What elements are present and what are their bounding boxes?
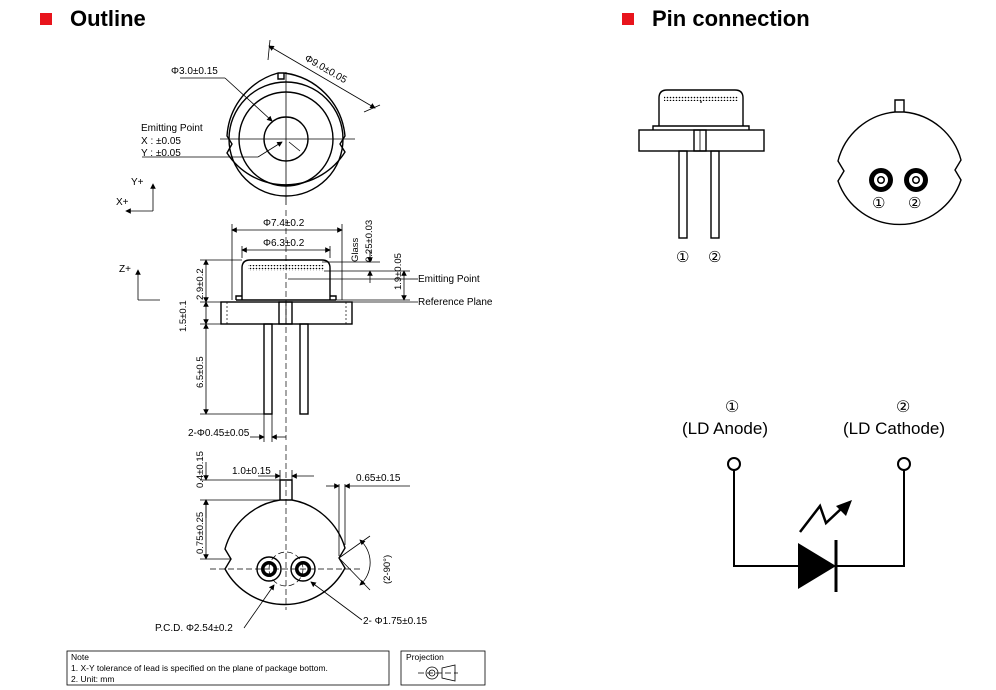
emission-arrow-icon <box>799 500 852 533</box>
axis-z-label: Z+ <box>119 264 131 275</box>
pcd-label: P.C.D. Φ2.54±0.2 <box>155 623 233 634</box>
side-view: Φ7.4±0.2 Φ6.3±0.2 Glass 0.25±0.03 1.9±0.… <box>119 210 493 442</box>
angle-label: (2-90°) <box>382 555 393 584</box>
reference-plane-label: Reference Plane <box>418 297 493 308</box>
projection-label: Projection <box>406 652 444 662</box>
cathode-terminal-icon <box>897 457 911 471</box>
dim-2-9-label: 2.9±0.2 <box>195 268 206 300</box>
dim-1-0-label: 1.0±0.15 <box>232 466 271 477</box>
note-line-2: 2. Unit: mm <box>71 674 114 684</box>
outline-title: Outline <box>70 6 146 31</box>
glass-thickness-label: 0.25±0.03 <box>364 220 375 262</box>
dim-1-9-label: 1.9±0.05 <box>393 253 404 290</box>
pin-bottom-label-1: ① <box>872 195 885 212</box>
red-square-bullet-icon <box>622 13 634 25</box>
cathode-label: (LD Cathode) <box>843 419 945 438</box>
pin-bottom-label-2: ② <box>908 195 921 212</box>
y-tolerance-label: Y : ±0.05 <box>141 148 181 159</box>
pin-connection-title: Pin connection <box>652 6 810 31</box>
third-angle-projection-icon <box>418 664 458 682</box>
pin-side-label-1: ① <box>676 249 689 266</box>
note-box: Note 1. X-Y tolerance of lead is specifi… <box>66 650 390 686</box>
emitting-point-side-label: Emitting Point <box>418 274 480 285</box>
schematic-pin2-number: ② <box>896 399 910 416</box>
axis-y-label: Y+ <box>131 177 144 188</box>
axis-x-label: X+ <box>116 197 129 208</box>
phi-cap-inner-label: Φ6.3±0.2 <box>263 238 305 249</box>
pin-side-view: ① ② <box>638 89 765 266</box>
dim-0-4-label: 0.4±0.15 <box>195 451 206 488</box>
glass-label: Glass <box>350 237 361 262</box>
red-square-bullet-icon <box>40 13 52 25</box>
bottom-view: 1.0±0.15 0.65±0.15 0.4±0.15 0.75±0.25 (2… <box>155 445 428 634</box>
pin-connection-header: Pin connection <box>622 6 810 32</box>
x-tolerance-label: X : ±0.05 <box>141 136 181 147</box>
dim-1-5-label: 1.5±0.1 <box>178 300 189 332</box>
pin-bottom-view: ① ② <box>837 99 962 226</box>
schematic-pin1-number: ① <box>725 399 739 416</box>
laser-diode-symbol-icon <box>798 540 838 592</box>
dim-0-75-label: 0.75±0.25 <box>195 512 206 554</box>
dim-6-5-label: 6.5±0.5 <box>195 356 206 388</box>
phi-window-label: Φ3.0±0.15 <box>171 66 218 77</box>
note-title: Note <box>71 652 89 662</box>
ld-schematic: ① (LD Anode) ② (LD Cathode) <box>682 399 945 592</box>
phi-cap-outer-label: Φ7.4±0.2 <box>263 218 305 229</box>
dim-0-65-label: 0.65±0.15 <box>356 473 401 484</box>
pin-side-label-2: ② <box>708 249 721 266</box>
projection-box: Projection <box>400 650 486 686</box>
anode-label: (LD Anode) <box>682 419 768 438</box>
outline-header: Outline <box>40 6 146 32</box>
top-view: Φ9.0±0.05 Φ3.0±0.15 Emitting Point X : ±… <box>116 39 381 214</box>
note-line-1: 1. X-Y tolerance of lead is specified on… <box>71 663 328 673</box>
emitting-point-top-label: Emitting Point <box>141 123 203 134</box>
lead-diameter-label: 2-Φ0.45±0.05 <box>188 428 250 439</box>
anode-terminal-icon <box>727 457 741 471</box>
pad-diameter-label: 2- Φ1.75±0.15 <box>363 616 428 627</box>
